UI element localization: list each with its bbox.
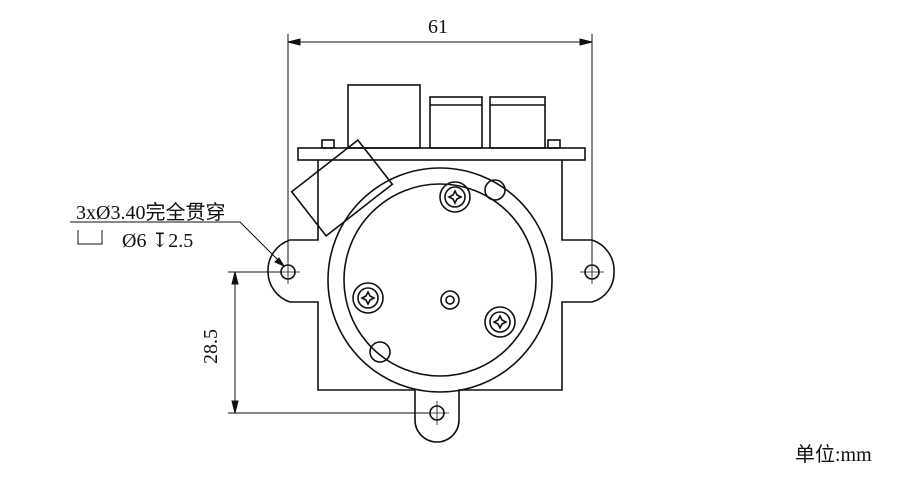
hole-callout-leader [70, 221, 286, 268]
pcb-board [297, 84, 586, 161]
height-dimension-label: 28.5 [200, 329, 222, 364]
width-dimension [287, 34, 593, 262]
housing-outline [267, 160, 615, 443]
units-label: 单位:mm [795, 444, 872, 466]
width-dimension-label: 61 [428, 16, 448, 38]
rotor-assembly [327, 167, 553, 393]
counterbore-spec-label: Ø6 ↧2.5 [122, 230, 194, 252]
hole-spec-label: 3xØ3.40完全贯穿 [76, 202, 226, 224]
screws [352, 181, 516, 338]
tilted-connector [290, 138, 394, 238]
height-dimension [228, 271, 428, 414]
